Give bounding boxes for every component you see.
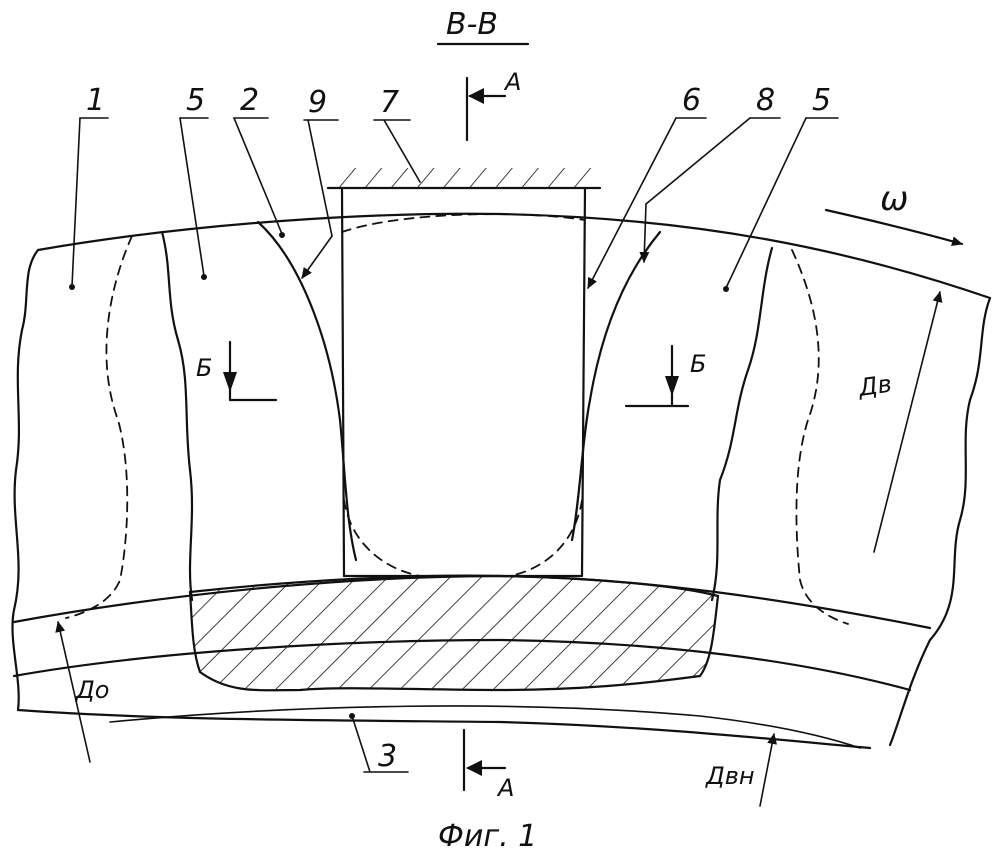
right-dashed-contour [792, 250, 848, 624]
rotor-left-break [12, 250, 38, 710]
rotor-right-break [890, 298, 990, 745]
dimension-d0: До [58, 622, 109, 762]
svg-text:Б: Б [196, 354, 212, 382]
callout-7: 7 [374, 85, 420, 182]
fixed-support-7 [328, 168, 600, 188]
section-mark-a-bottom: А [464, 730, 514, 802]
section-mark-b-right: Б [626, 346, 706, 406]
svg-text:2: 2 [240, 83, 259, 118]
svg-text:А: А [496, 774, 514, 802]
callout-1: 1 [69, 83, 108, 290]
rotation-arrow-omega: ω [826, 179, 962, 244]
svg-text:Дв: Дв [856, 370, 893, 402]
rotor-outer-contour [38, 214, 990, 298]
blade-body [342, 188, 585, 576]
right-cut-wall [712, 248, 772, 600]
figure-caption: Фиг. 1 [438, 819, 537, 854]
dimension-dvn: Двн [705, 734, 774, 806]
section-mark-a-top: А [467, 68, 521, 140]
svg-text:5: 5 [186, 83, 205, 118]
callout-5-right: 5 [723, 83, 838, 292]
section-title: В-В [446, 7, 498, 42]
svg-text:3: 3 [378, 739, 397, 774]
callout-6: 6 [588, 83, 706, 288]
svg-text:А: А [503, 68, 521, 96]
svg-text:7: 7 [380, 85, 399, 120]
svg-text:5: 5 [812, 83, 831, 118]
rotor-bottom-contour [18, 710, 870, 748]
left-dashed-contour [66, 236, 132, 618]
svg-text:9: 9 [308, 85, 327, 120]
svg-text:ω: ω [880, 179, 908, 219]
svg-text:8: 8 [756, 83, 775, 118]
left-cut-wall [162, 232, 192, 600]
svg-text:6: 6 [682, 83, 701, 118]
callout-2: 2 [234, 83, 285, 238]
svg-text:Двн: Двн [705, 762, 755, 790]
left-flank-curve [258, 222, 356, 560]
dimension-dv: Дв [856, 292, 940, 552]
svg-text:До: До [75, 676, 109, 704]
section-mark-b-left: Б [196, 342, 276, 400]
svg-text:1: 1 [86, 83, 105, 118]
hatched-insert [190, 576, 718, 691]
svg-text:Б: Б [690, 350, 706, 378]
inner-diameter-line [110, 706, 860, 748]
callout-5-left: 5 [180, 83, 208, 280]
callout-8: 8 [644, 83, 780, 262]
